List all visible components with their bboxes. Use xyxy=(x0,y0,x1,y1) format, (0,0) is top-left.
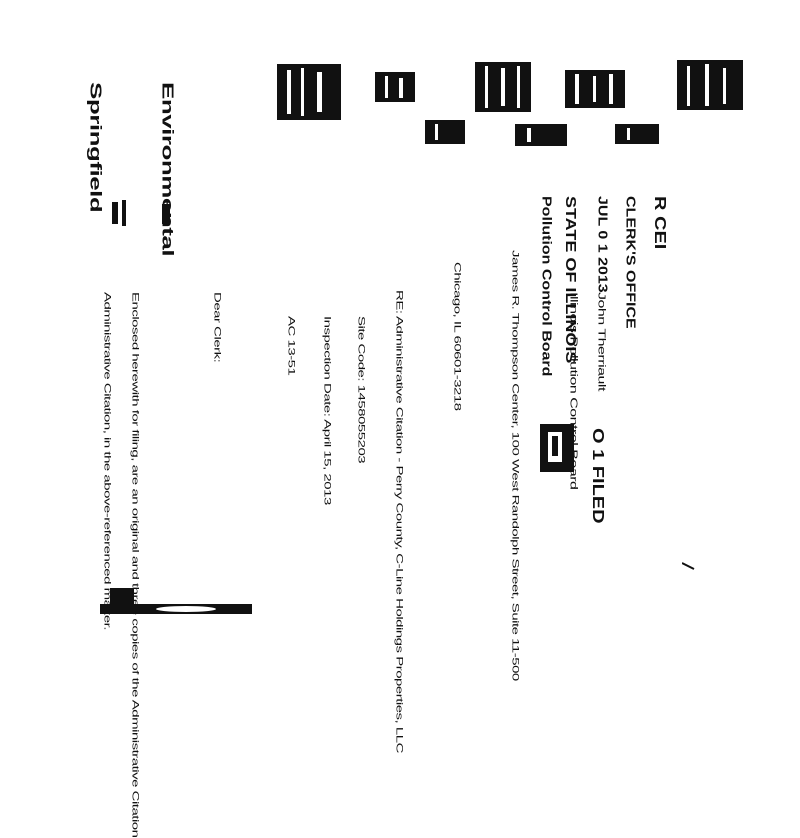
scanned-document-page: Springfield Environmental R CEI CLERK'S … xyxy=(86,58,745,838)
recipient-city: Chicago, IL 60601-3218 xyxy=(452,262,463,411)
stamp-office: CLERK'S OFFICE xyxy=(623,196,637,329)
footer-ink-bar xyxy=(100,588,254,616)
stamp-date: JUL 0 1 2013 xyxy=(595,196,609,293)
re-label: RE: xyxy=(394,290,405,314)
stamp-board: Pollution Control Board xyxy=(539,196,553,377)
letterhead-ink-block xyxy=(265,58,745,148)
body-line-2: Administrative Citation, in the above-re… xyxy=(102,292,113,631)
re-ac-number: AC 13-51 xyxy=(286,316,297,376)
salutation: Dear Clerk: xyxy=(212,292,223,363)
left-mark-b: Environmental xyxy=(158,82,178,257)
re-inspection-date: Inspection Date: April 15, 2013 xyxy=(322,316,333,505)
recipient-address: James R. Thompson Center, 100 West Rando… xyxy=(510,250,521,681)
re-site-code: Site Code: 1458055203 xyxy=(356,316,367,464)
received-stamp-mark: R CEI xyxy=(651,196,669,250)
re-subject: Administrative Citation - Perry County, … xyxy=(394,316,405,753)
stamp-ink-box xyxy=(540,424,574,472)
left-ink-mark xyxy=(112,200,174,226)
recipient-name: John Therriault xyxy=(596,292,607,391)
body-line-1: Enclosed herewith for filing, are an ori… xyxy=(130,292,141,838)
scan-speck xyxy=(682,562,696,570)
side-filed-mark: O 1 FILED xyxy=(589,428,607,524)
left-mark-a: Springfield xyxy=(86,82,106,213)
